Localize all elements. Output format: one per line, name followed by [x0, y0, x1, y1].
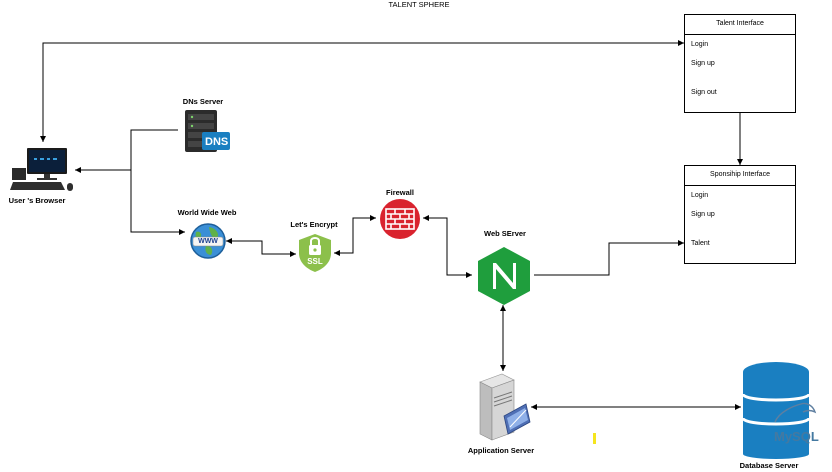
sponsorship-item-talent: Talent: [691, 240, 710, 247]
dns-badge-text: DNS: [205, 136, 229, 148]
connector-ssl-firewall: [334, 215, 376, 256]
www-label: World Wide Web: [177, 208, 237, 217]
talent-interface-box: Talent Interface Login Sign up Sign out: [684, 14, 796, 113]
talent-item-signout: Sign out: [691, 89, 717, 96]
connector-browser-talent: [40, 40, 684, 142]
connector-web-sponsor: [534, 240, 684, 276]
globe-icon: [190, 223, 226, 259]
database-icon: [741, 362, 817, 459]
ssl-label: Let's Encrypt: [290, 220, 338, 229]
connector-firewall-web: [423, 215, 472, 278]
sponsorship-item-login: Login: [691, 192, 709, 199]
nginx-icon: [478, 247, 530, 305]
connector-browser-dns: [75, 129, 178, 173]
ssl-shield-icon: [299, 234, 331, 272]
firewall-label: Firewall: [386, 188, 414, 197]
application-server-icon: [479, 373, 531, 441]
diagram-title: TALENT SPHERE: [388, 0, 450, 9]
sponsorship-item-signup: Sign up: [691, 211, 715, 218]
dns-server-icon: [185, 110, 230, 152]
database-server-label: Database Server: [739, 461, 799, 470]
application-server-label: Application Server: [467, 446, 535, 455]
dns-server-label: DNs Server: [182, 97, 224, 106]
browser-label: User 's Browser: [8, 196, 66, 205]
connector-browser-www: [130, 170, 185, 235]
sponsorship-interface-title: Sponsihip Interface: [685, 166, 795, 186]
ssl-badge-text: SSL: [307, 257, 323, 266]
sponsorship-interface-box: Sponsihip Interface Login Sign up Talent: [684, 165, 796, 264]
computer-icon: [10, 148, 73, 191]
talent-item-login: Login: [691, 41, 709, 48]
www-badge-text: WWW: [198, 238, 218, 245]
talent-interface-title: Talent Interface: [685, 15, 795, 35]
yellow-marker: [593, 433, 596, 444]
talent-item-signup: Sign up: [691, 60, 715, 67]
mysql-logo-text: MySQL: [774, 429, 819, 444]
firewall-icon: [380, 199, 420, 239]
web-server-label: Web SErver: [484, 229, 526, 238]
connector-www-ssl: [226, 238, 296, 257]
